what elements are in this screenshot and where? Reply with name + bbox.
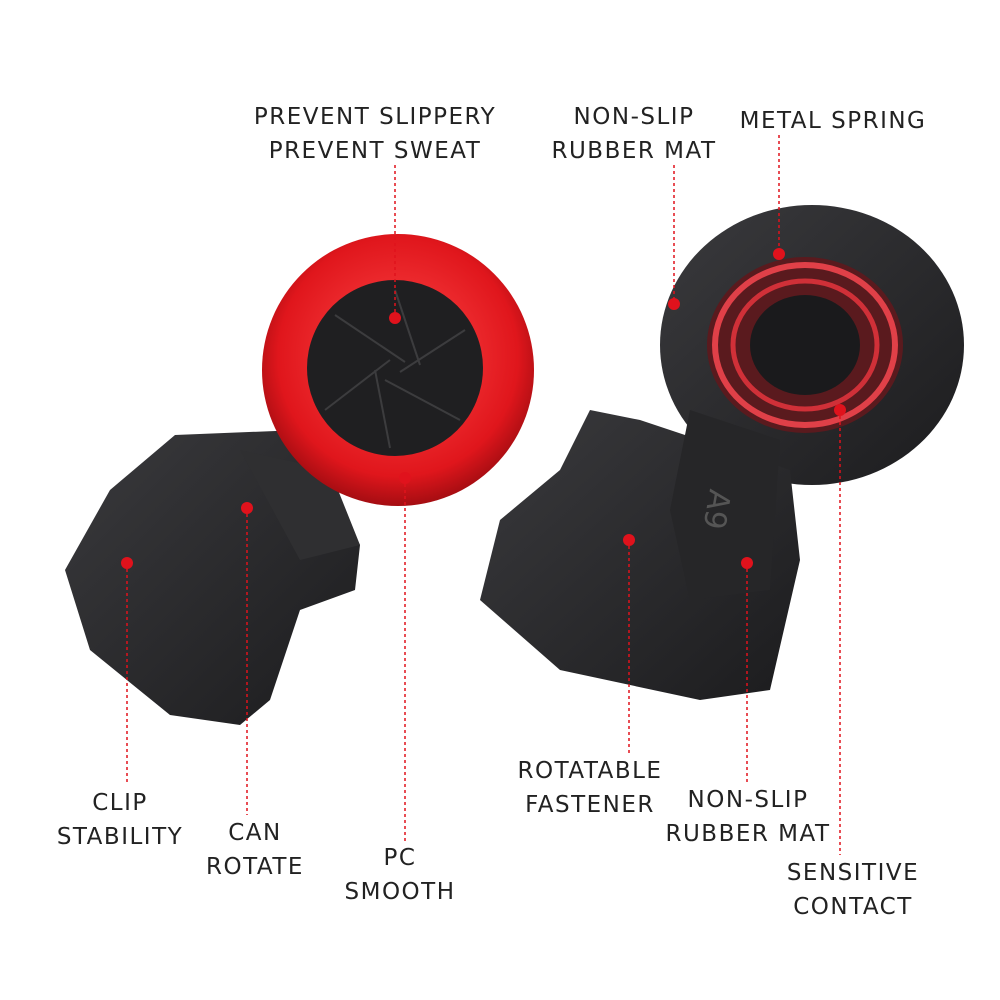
label-line: ROTATABLE	[517, 758, 663, 784]
label-line: ROTATE	[206, 854, 304, 880]
label-line: SMOOTH	[344, 879, 456, 905]
label-sensitive-contact: SENSITIVE CONTACT	[787, 856, 919, 924]
label-line: PREVENT SWEAT	[268, 138, 482, 164]
label-prevent: PREVENT SLIPPERY PREVENT SWEAT	[254, 100, 496, 168]
label-pc-smooth: PC SMOOTH	[345, 841, 456, 909]
label-line: CAN	[228, 820, 282, 846]
leader-lines	[126, 135, 841, 855]
right-trigger-device: A9	[480, 205, 964, 700]
label-line: RUBBER MAT	[551, 138, 717, 164]
label-nonslip-bottom: NON-SLIP RUBBER MAT	[665, 783, 830, 851]
sensitive-contact	[750, 295, 860, 395]
label-clip: CLIP STABILITY	[57, 786, 183, 854]
label-line: SENSITIVE	[786, 860, 920, 886]
label-line: CLIP	[92, 790, 148, 816]
label-line: FASTENER	[525, 792, 655, 818]
label-nonslip-top: NON-SLIP RUBBER MAT	[551, 100, 716, 168]
callout-dots	[121, 248, 846, 569]
device-marking: A9	[695, 487, 736, 532]
rotatable-fastener	[670, 410, 780, 600]
label-rotatable-fastener: ROTATABLE FASTENER	[518, 754, 663, 822]
left-trigger-device	[65, 234, 534, 725]
label-line: NON-SLIP	[687, 787, 809, 813]
label-can-rotate: CAN ROTATE	[206, 816, 304, 884]
label-metal-spring: METAL SPRING	[740, 104, 927, 138]
label-line: NON-SLIP	[573, 104, 695, 130]
label-line: PREVENT SLIPPERY	[253, 104, 497, 130]
label-line: RUBBER MAT	[665, 821, 831, 847]
label-line: CONTACT	[793, 894, 913, 920]
label-line: STABILITY	[56, 824, 184, 850]
trigger-button	[307, 280, 483, 456]
label-line: PC	[383, 845, 417, 871]
label-line: METAL SPRING	[739, 108, 927, 134]
